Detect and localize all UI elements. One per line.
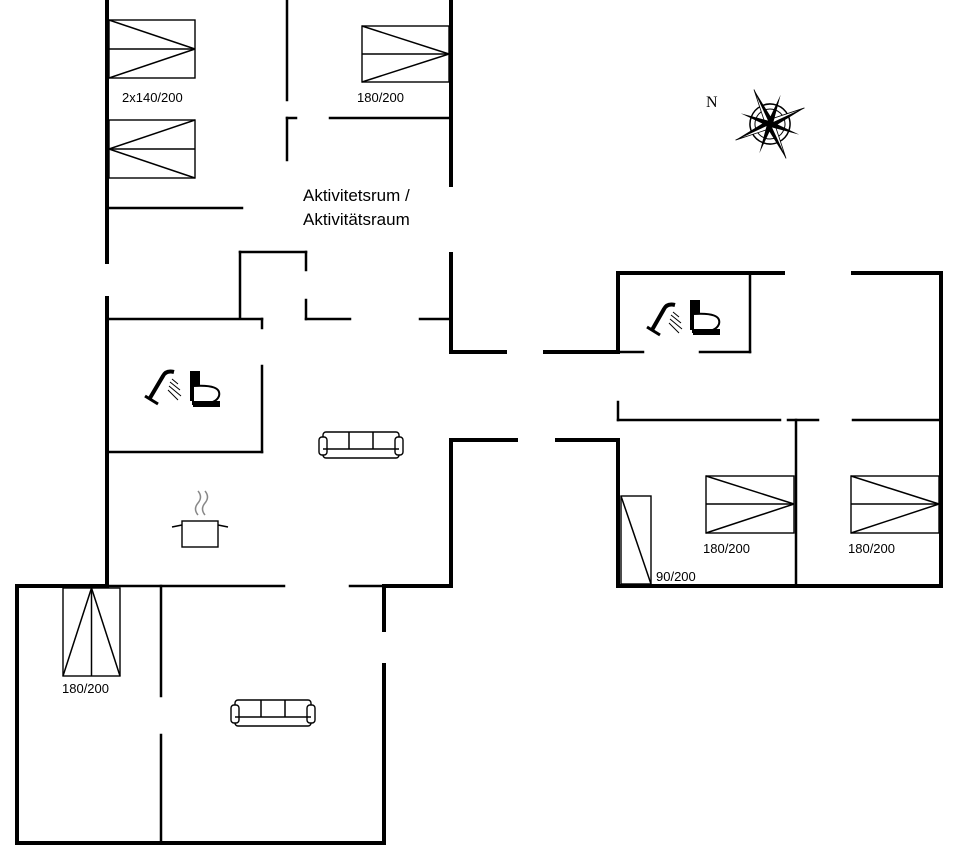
room-label-line2: Aktivitätsraum bbox=[303, 210, 410, 229]
north-label: N bbox=[706, 94, 718, 111]
bed-icon bbox=[620, 495, 652, 585]
walls-corridor bbox=[543, 350, 620, 442]
shower-icon bbox=[646, 302, 683, 337]
cooking-pot-icon bbox=[171, 490, 229, 548]
interior-walls bbox=[105, 0, 943, 845]
sofa-icon bbox=[318, 431, 404, 459]
bed-icon bbox=[850, 475, 940, 534]
bed-label-bottom-left: 180/200 bbox=[62, 681, 109, 696]
bed-icon bbox=[705, 475, 795, 534]
bed-label-right-2: 180/200 bbox=[848, 541, 895, 556]
bed-label-top-right: 180/200 bbox=[357, 90, 404, 105]
shower-icon bbox=[144, 369, 182, 406]
bed-icon bbox=[361, 25, 450, 83]
walls-right-wing bbox=[616, 271, 943, 588]
sofa-icon bbox=[230, 699, 316, 727]
bed-icon bbox=[62, 587, 121, 677]
walls-left-wing bbox=[15, 0, 518, 845]
bed-label-top-left: 2x140/200 bbox=[122, 90, 183, 105]
toilet-icon bbox=[190, 371, 221, 407]
bed-icon bbox=[108, 19, 196, 79]
bed-label-right-small: 90/200 bbox=[656, 569, 696, 584]
bed-label-right-1: 180/200 bbox=[703, 541, 750, 556]
bed-icon bbox=[108, 119, 196, 179]
room-label-line1: Aktivitetsrum / bbox=[303, 186, 410, 205]
toilet-icon bbox=[690, 300, 721, 335]
compass-rose-icon bbox=[735, 89, 805, 159]
